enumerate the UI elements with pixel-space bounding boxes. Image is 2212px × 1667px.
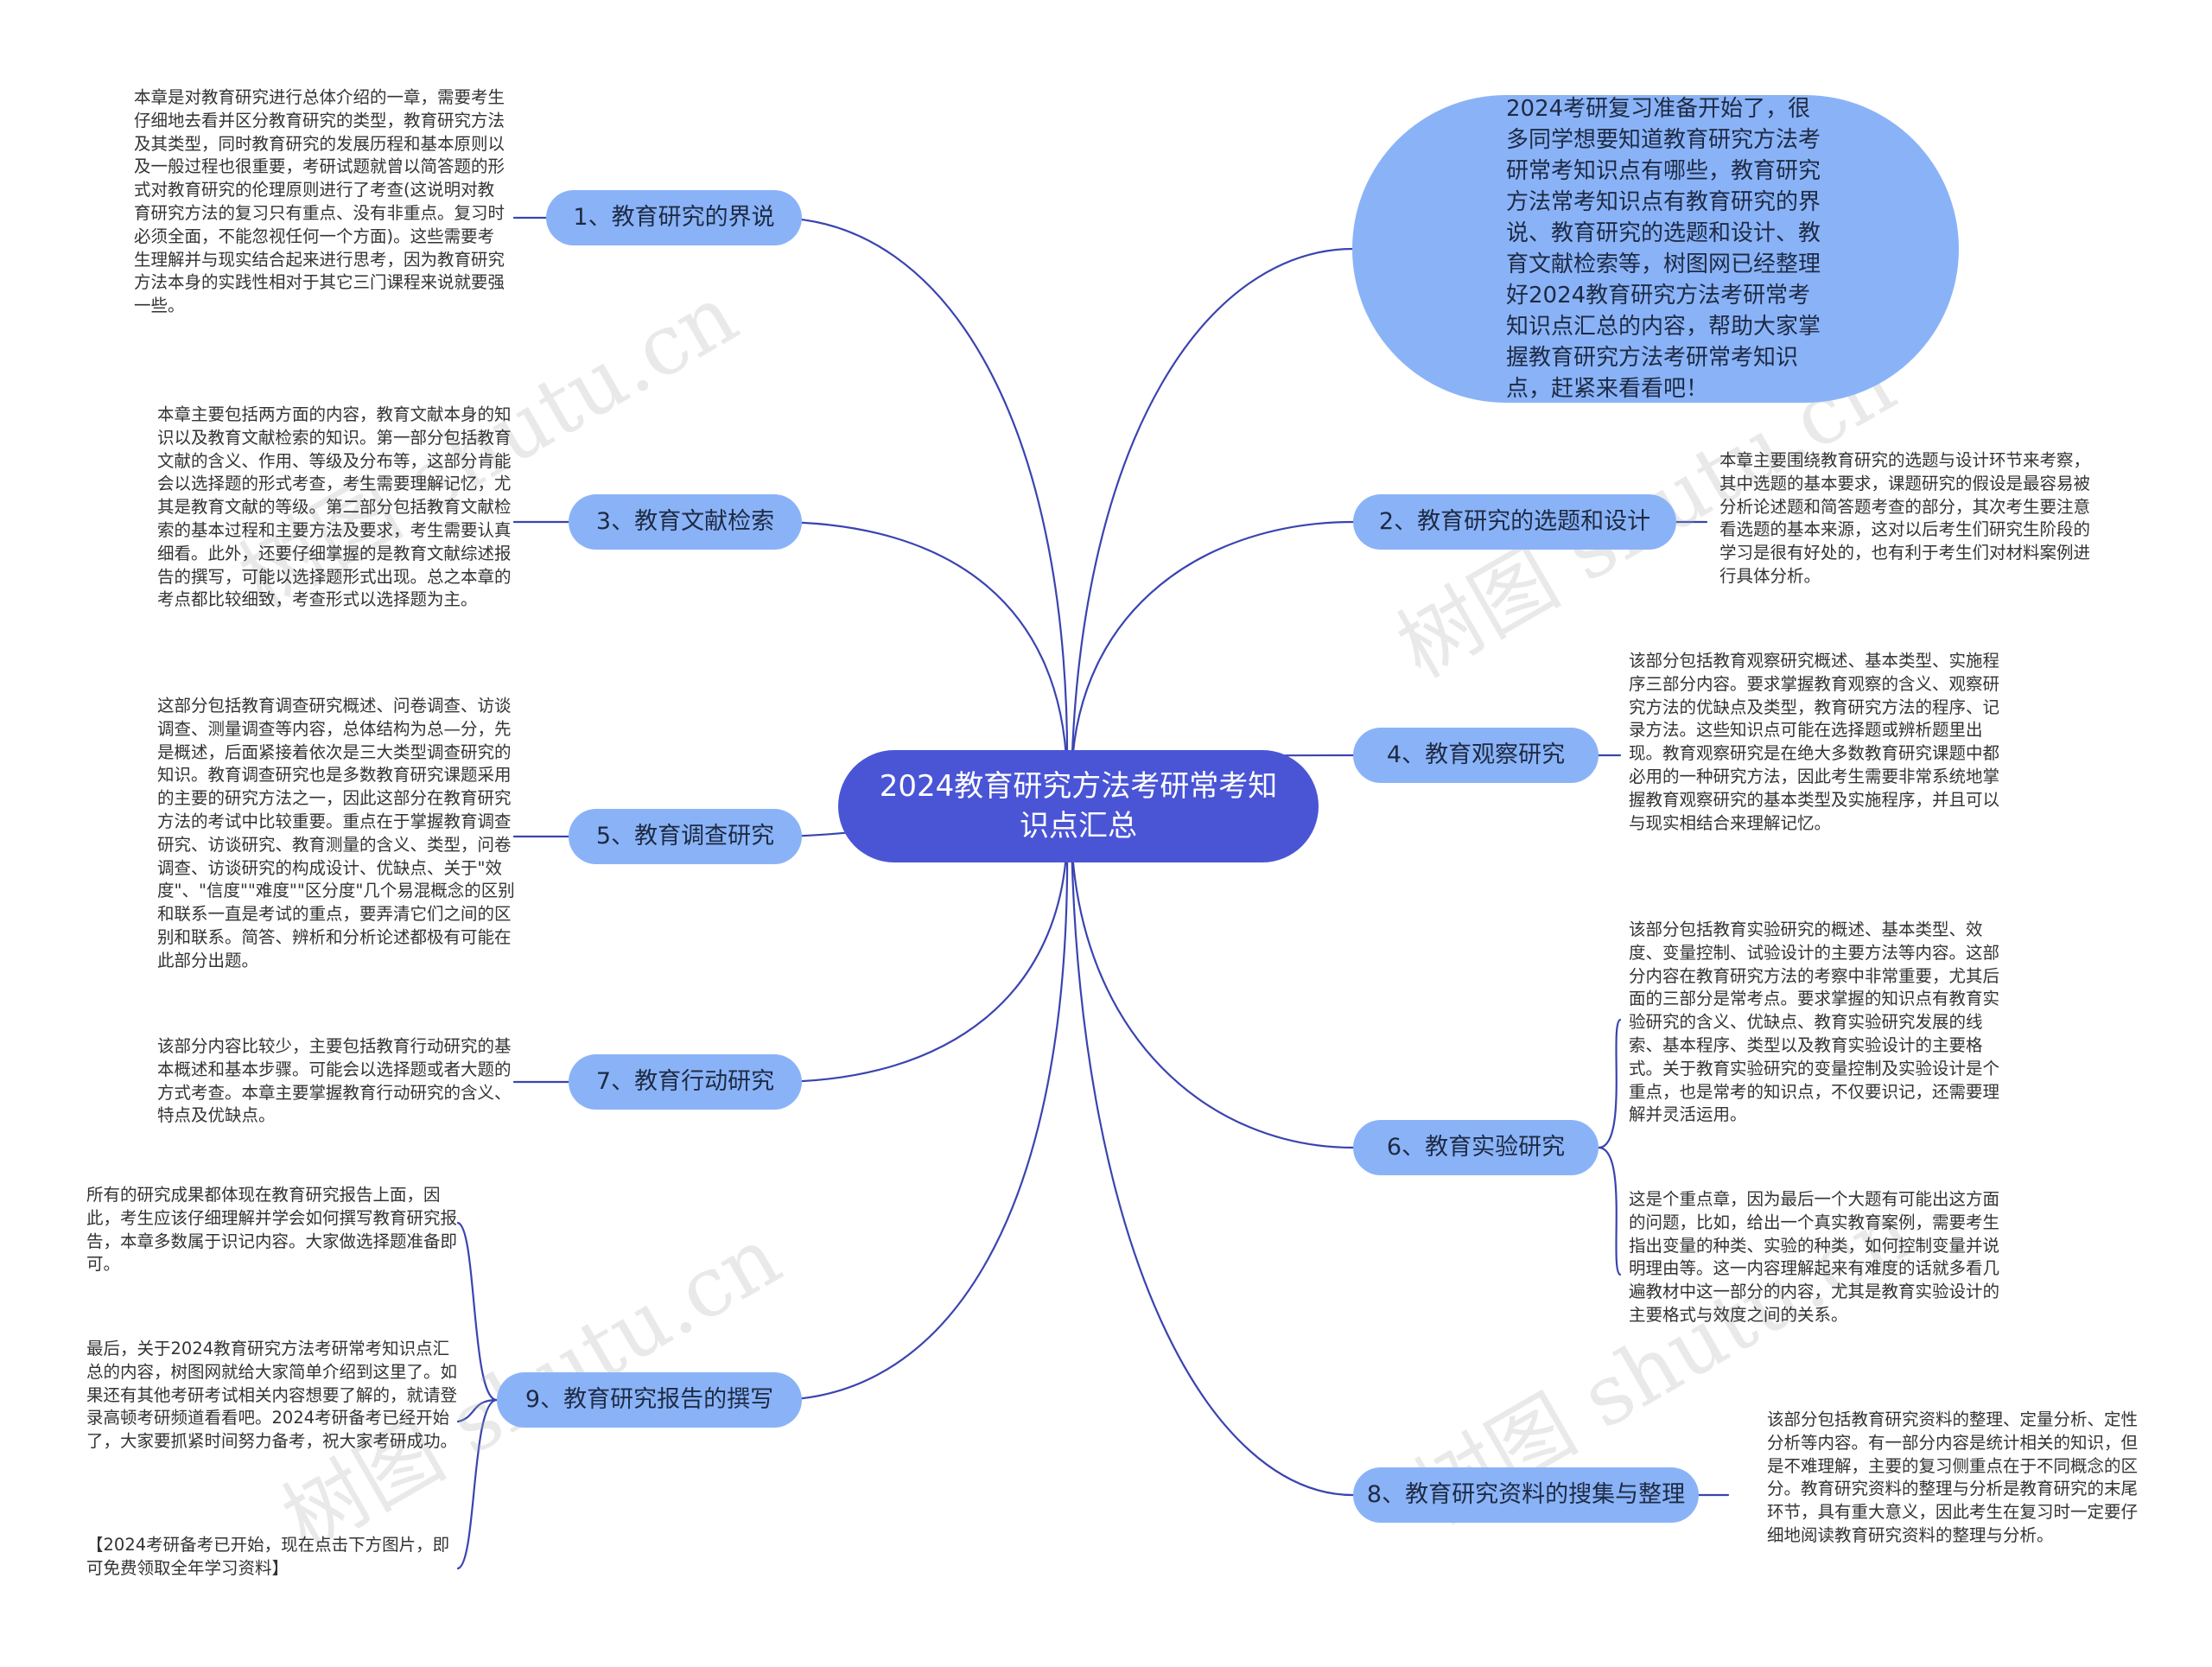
intro-bubble[interactable]: 2024考研复习准备开始了，很多同学想要知道教育研究方法考研常考知识点有哪些，教… [1352, 95, 1959, 403]
note-branch-2: 本章主要围绕教育研究的选题与设计环节来考察，其中选题的基本要求，课题研究的假设是… [1719, 450, 2091, 586]
branch-9[interactable]: 9、教育研究报告的撰写 [497, 1372, 802, 1428]
branch-5[interactable]: 5、教育调查研究 [569, 809, 802, 864]
note-branch-9b: 最后，关于2024教育研究方法考研常考知识点汇总的内容，树图网就给大家简单介绍到… [86, 1339, 458, 1452]
branch-label: 8、教育研究资料的搜集与整理 [1366, 1481, 1686, 1508]
branch-3[interactable]: 3、教育文献检索 [569, 494, 802, 550]
intro-text: 2024考研复习准备开始了，很多同学想要知道教育研究方法考研常考知识点有哪些，教… [1506, 96, 1821, 402]
branch-label: 5、教育调查研究 [595, 823, 775, 849]
note-branch-9c[interactable]: 【2024考研备考已开始，现在点击下方图片，即可免费领取全年学习资料】 [86, 1535, 450, 1578]
branch-6[interactable]: 6、教育实验研究 [1353, 1120, 1599, 1175]
branch-label: 1、教育研究的界说 [573, 204, 775, 231]
note-branch-9a: 所有的研究成果都体现在教育研究报告上面，因此，考生应该仔细理解并学会如何撰写教育… [86, 1185, 458, 1275]
branch-8[interactable]: 8、教育研究资料的搜集与整理 [1353, 1467, 1699, 1523]
note-branch-6b: 这是个重点章，因为最后一个大题有可能出这方面的问题，比如，给出一个真实教育案例，… [1629, 1189, 2000, 1325]
center-topic[interactable]: 2024教育研究方法考研常考知识点汇总 [838, 750, 1319, 862]
branch-label: 6、教育实验研究 [1386, 1134, 1566, 1161]
branch-label: 9、教育研究报告的撰写 [524, 1386, 774, 1413]
branch-4[interactable]: 4、教育观察研究 [1353, 728, 1599, 783]
branch-label: 4、教育观察研究 [1386, 741, 1566, 768]
branch-label: 7、教育行动研究 [595, 1068, 775, 1095]
note-branch-6a: 该部分包括教育实验研究的概述、基本类型、效度、变量控制、试验设计的主要方法等内容… [1629, 919, 2000, 1125]
center-title: 2024教育研究方法考研常考知识点汇总 [879, 769, 1278, 843]
note-branch-8: 该部分包括教育研究资料的整理、定量分析、定性分析等内容。有一部分内容是统计相关的… [1767, 1409, 2139, 1545]
branch-label: 2、教育研究的选题和设计 [1378, 508, 1651, 535]
branch-label: 3、教育文献检索 [595, 508, 775, 535]
note-branch-1: 本章是对教育研究进行总体介绍的一章，需要考生仔细地去看并区分教育研究的类型，教育… [134, 87, 505, 316]
branch-7[interactable]: 7、教育行动研究 [569, 1054, 802, 1110]
note-branch-7: 该部分内容比较少，主要包括教育行动研究的基本概述和基本步骤。可能会以选择题或者大… [157, 1036, 512, 1126]
note-branch-5: 这部分包括教育调查研究概述、问卷调查、访谈调查、测量调查等内容，总体结构为总—分… [157, 696, 515, 970]
note-branch-3: 本章主要包括两方面的内容，教育文献本身的知识以及教育文献检索的知识。第一部分包括… [157, 404, 512, 610]
branch-2[interactable]: 2、教育研究的选题和设计 [1353, 494, 1676, 550]
note-branch-4: 该部分包括教育观察研究概述、基本类型、实施程序三部分内容。要求掌握教育观察的含义… [1629, 651, 2000, 833]
branch-1[interactable]: 1、教育研究的界说 [546, 190, 802, 245]
